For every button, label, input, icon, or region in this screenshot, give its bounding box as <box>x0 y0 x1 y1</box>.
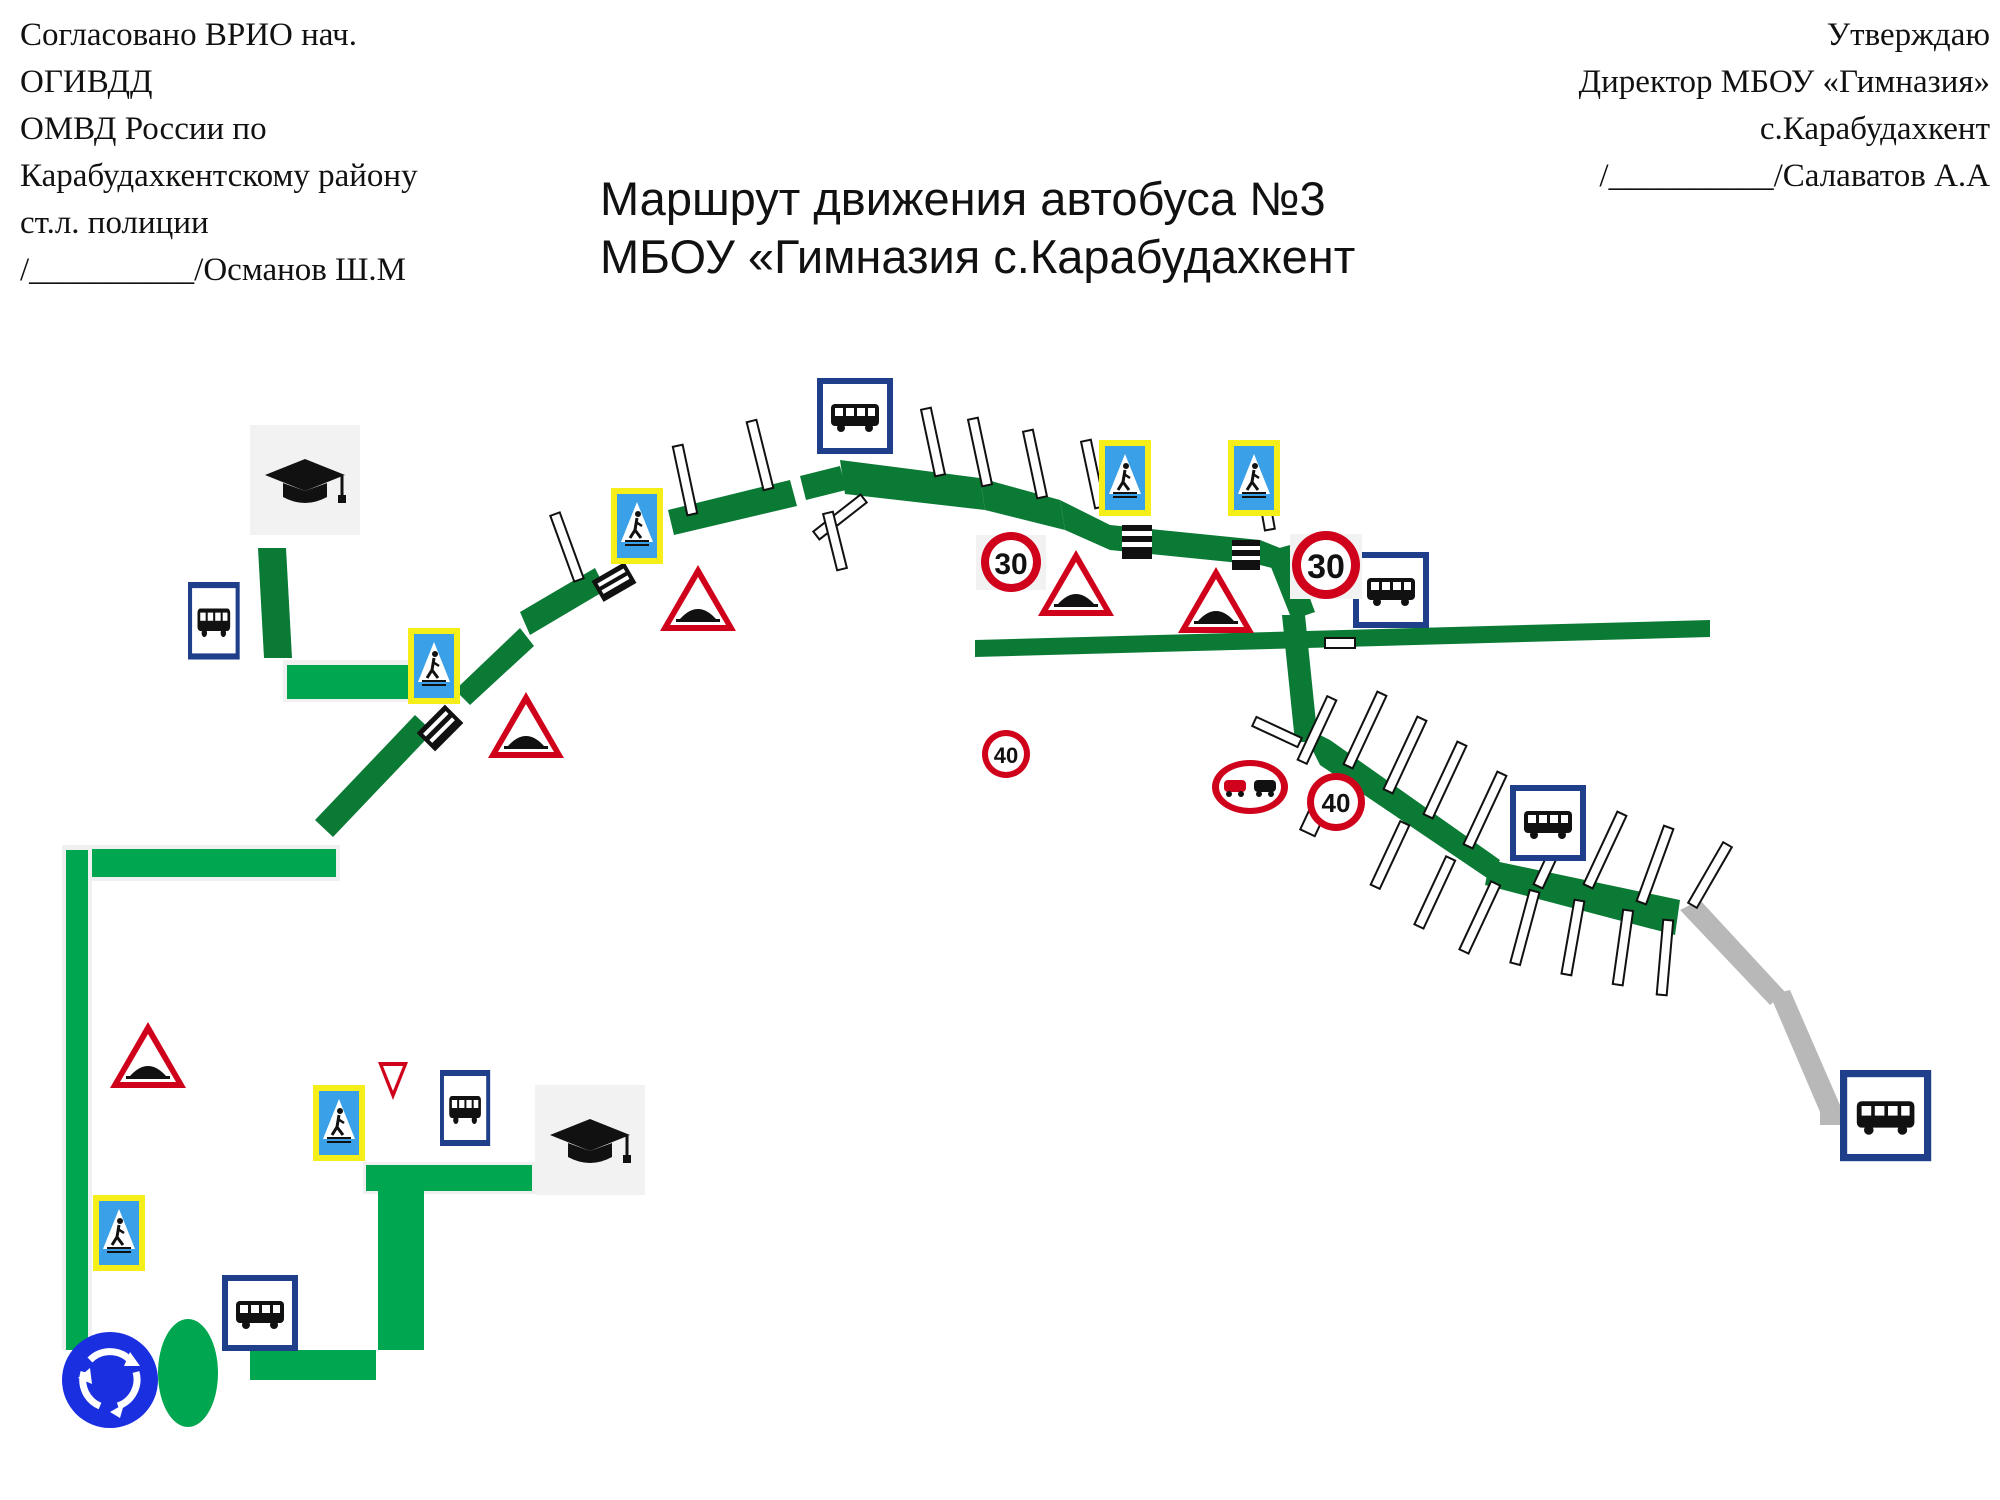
bus-stop-icon <box>1840 1070 1932 1162</box>
speed-limit-value: 30 <box>994 548 1027 581</box>
zebra-crossing <box>416 704 464 752</box>
zebra-crossing <box>591 562 637 602</box>
confirmation-line: Утверждаю <box>1826 17 1990 53</box>
approval-line: ОМВД России по <box>20 111 267 147</box>
zebra-crossing <box>1232 540 1260 570</box>
route-segment <box>980 478 1065 530</box>
speed-bump-warning-icon <box>1038 550 1114 616</box>
route-segment <box>455 628 534 705</box>
bus-stop-icon <box>1353 552 1429 628</box>
speed-bump-warning-icon <box>488 692 564 758</box>
bus-stop-icon <box>222 1275 298 1351</box>
parking-slots <box>549 406 1734 997</box>
gray-road <box>1680 900 1785 1005</box>
route-segment <box>82 849 336 877</box>
route-segment <box>1282 615 1318 742</box>
bus-stop-icon <box>1510 785 1586 861</box>
speed-bump-warning-icon <box>660 565 736 631</box>
title-line: МБОУ «Гимназия с.Карабудахкент <box>600 230 1356 283</box>
school-icon <box>248 423 362 537</box>
page-title: Маршрут движения автобуса №3 МБОУ «Гимна… <box>600 170 1355 286</box>
speed-limit-value: 30 <box>1307 548 1345 586</box>
green-oval <box>158 1319 218 1427</box>
route-segment <box>287 665 429 699</box>
route-segment <box>520 568 606 635</box>
pedestrian-crossing-icon <box>91 1193 147 1273</box>
gray-road <box>1770 990 1840 1112</box>
route-segment <box>258 548 292 658</box>
speed-bump-warning-icon <box>110 1022 186 1088</box>
approval-line: ст.л. полиции <box>20 205 209 241</box>
school-icon <box>533 1083 647 1197</box>
gray-road <box>1820 1100 1842 1125</box>
approval-line: Карабудахкентскому району <box>20 158 418 194</box>
route-segment <box>840 460 985 510</box>
confirmation-block: Утверждаю Директор МБОУ «Гимназия» с.Кар… <box>1579 12 1990 200</box>
bus-stop-icon <box>440 1070 491 1146</box>
speed-limit-icon: 30 <box>976 532 1046 592</box>
speed-limit-icon: 30 <box>1290 531 1362 599</box>
speed-limit-value: 40 <box>994 743 1018 768</box>
speed-limit-icon: 40 <box>1307 773 1365 831</box>
confirmation-line: /__________/Салаватов А.А <box>1599 158 1990 194</box>
route-segment <box>1060 500 1110 550</box>
confirmation-line: Директор МБОУ «Гимназия» <box>1578 64 1990 100</box>
route-segment <box>66 850 88 1350</box>
bus-stop-icon <box>817 378 893 454</box>
pedestrian-crossing-icon <box>311 1083 367 1163</box>
yield-icon <box>378 1062 408 1100</box>
speed-limit-icon: 40 <box>982 730 1030 778</box>
route-segment <box>315 715 433 837</box>
route-segment <box>800 466 846 500</box>
route-segment <box>366 1165 532 1191</box>
approval-line: ОГИВДД <box>20 64 153 100</box>
route-segment <box>250 1350 376 1380</box>
pedestrian-crossing-icon <box>1226 438 1282 518</box>
speed-limit-value: 40 <box>1322 788 1351 818</box>
pedestrian-crossing-icon <box>609 486 665 566</box>
approval-line: Согласовано ВРИО нач. <box>20 17 357 53</box>
zebra-crossing <box>1122 525 1152 559</box>
approval-line: /__________/Османов Ш.М <box>20 252 406 288</box>
bus-stop-icon <box>188 582 240 660</box>
title-line: Маршрут движения автобуса №3 <box>600 172 1326 225</box>
confirmation-line: с.Карабудахкент <box>1759 111 1990 147</box>
no-overtaking-icon <box>1212 760 1288 814</box>
route-segment <box>378 1190 424 1350</box>
approval-block: Согласовано ВРИО нач. ОГИВДД ОМВД России… <box>20 12 418 294</box>
route-segment <box>668 480 797 535</box>
roundabout-icon <box>62 1332 158 1428</box>
speed-bump-warning-icon <box>1178 567 1254 633</box>
pedestrian-crossing-icon <box>1097 438 1153 518</box>
pedestrian-crossing-icon <box>406 626 462 706</box>
